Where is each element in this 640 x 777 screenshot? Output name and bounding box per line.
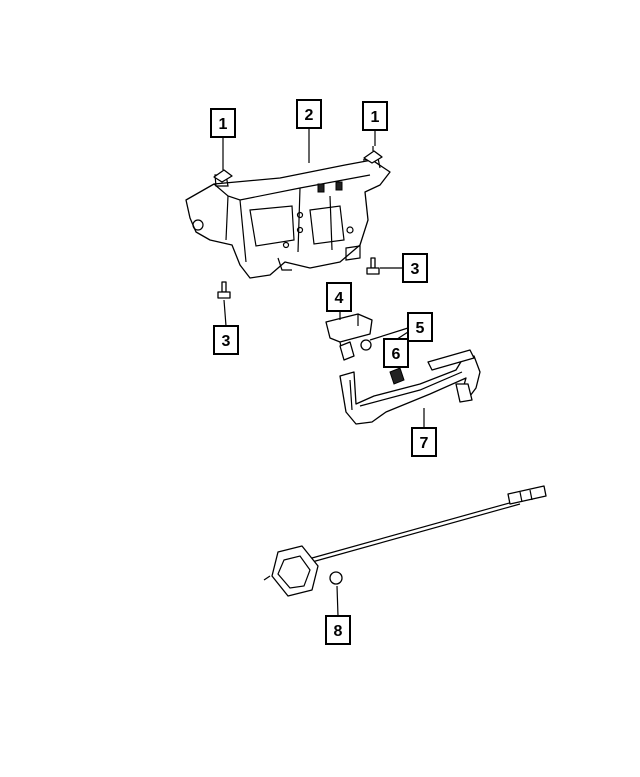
callout-1-left: 1 <box>210 108 236 138</box>
callout-8-label: 8 <box>334 623 343 640</box>
callout-5-label: 5 <box>416 320 425 337</box>
callout-3-left-label: 3 <box>222 333 231 350</box>
tube-part-7 <box>339 349 481 425</box>
callout-2-label: 2 <box>305 107 314 124</box>
leader-3-left <box>223 299 227 327</box>
callout-7: 7 <box>411 427 437 457</box>
callout-2: 2 <box>296 99 322 129</box>
sensor-part-4 <box>325 313 373 361</box>
callout-5: 5 <box>407 312 433 342</box>
leader-8 <box>336 585 339 617</box>
bolt-part-3-left <box>217 281 231 299</box>
nut-part-5 <box>360 339 372 351</box>
clip-part-6 <box>389 367 405 385</box>
sensor-part-8 <box>263 485 547 597</box>
callout-6: 6 <box>383 338 409 368</box>
callout-3-right: 3 <box>402 253 428 283</box>
callout-1-right-label: 1 <box>371 109 380 126</box>
callout-1-right: 1 <box>362 101 388 131</box>
callout-8: 8 <box>325 615 351 645</box>
callout-3-left: 3 <box>213 325 239 355</box>
fastener-part-1-left <box>213 164 233 183</box>
leader-lines <box>222 128 425 617</box>
callout-1-left-label: 1 <box>219 116 228 133</box>
callout-3-right-label: 3 <box>411 261 420 278</box>
callout-6-label: 6 <box>392 346 401 363</box>
fastener-part-1-right <box>363 146 383 164</box>
callout-4-label: 4 <box>335 290 344 307</box>
callout-7-label: 7 <box>420 435 429 452</box>
leader-5a <box>369 327 409 341</box>
bolt-part-3-right <box>366 257 380 275</box>
callout-4: 4 <box>326 282 352 312</box>
bracket-part-2 <box>185 157 391 279</box>
